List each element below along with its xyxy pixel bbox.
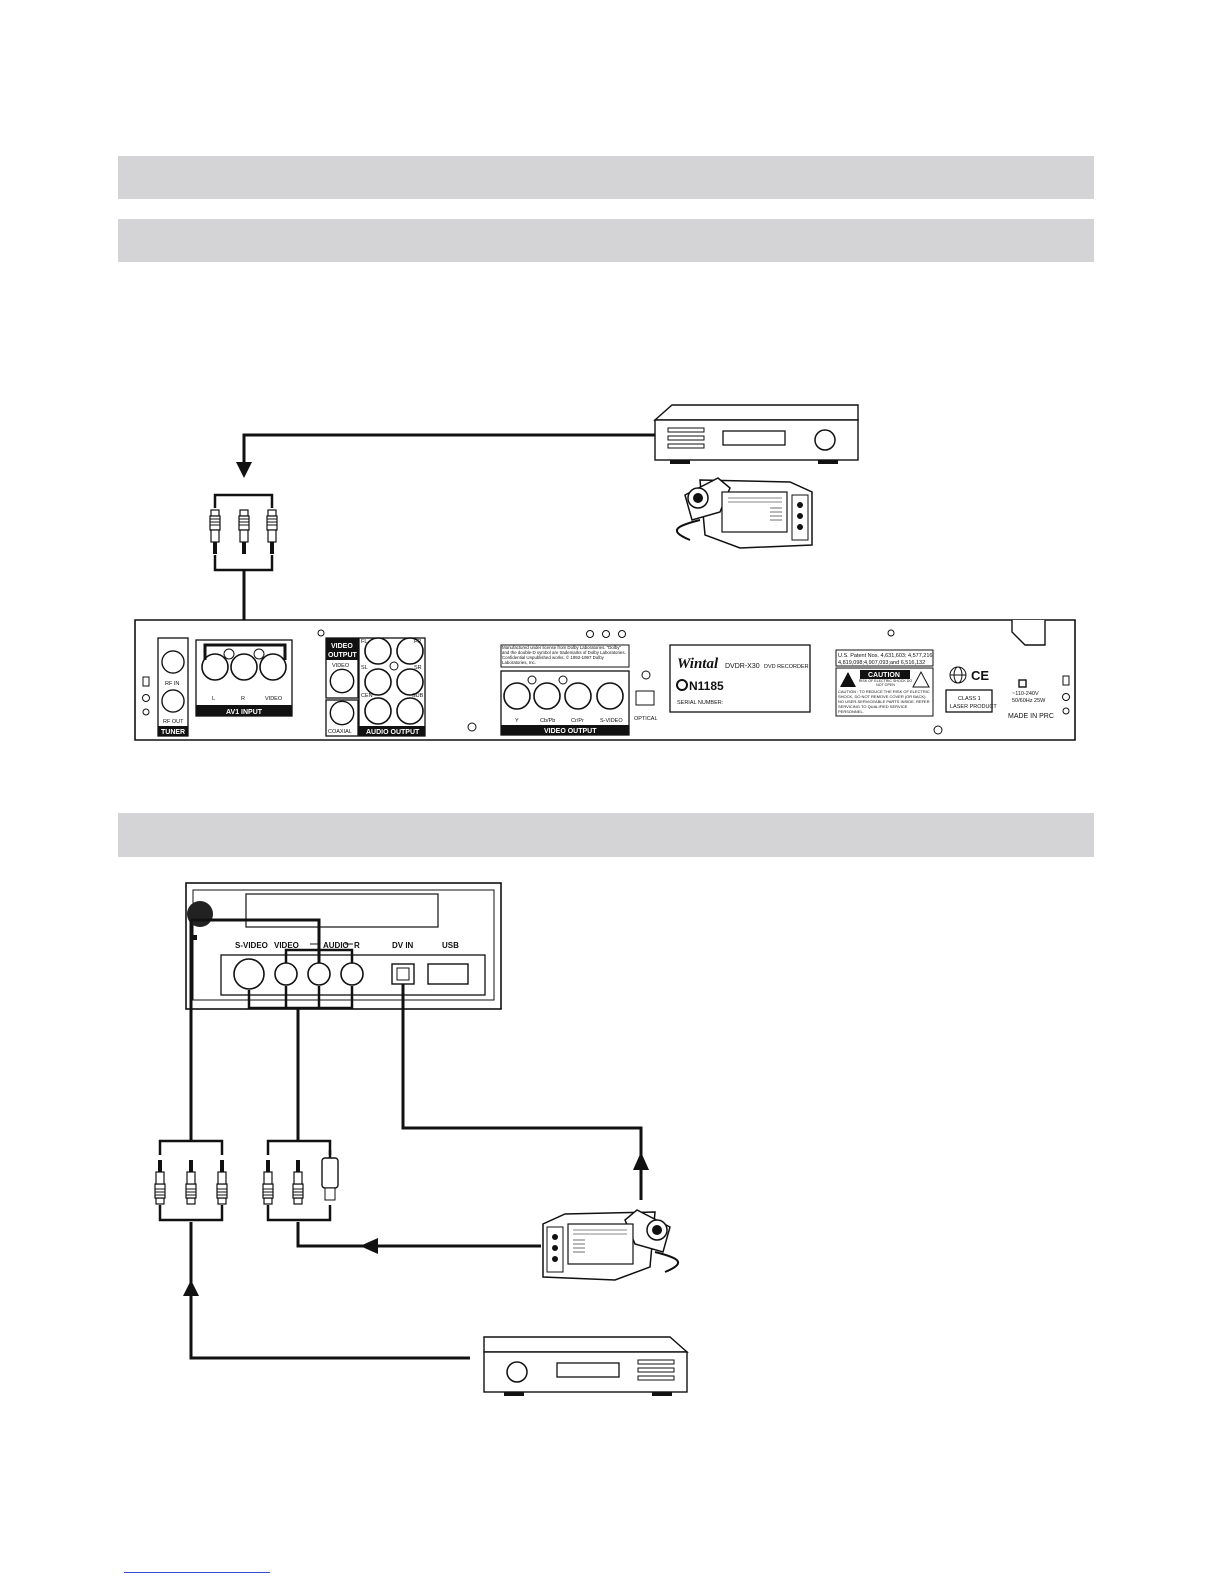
class1-line-1: CLASS 1	[958, 696, 981, 702]
camcorder-icon	[675, 477, 813, 549]
model-type-label: DVD RECORDER	[764, 664, 809, 670]
video-output-small-title-2: OUTPUT	[328, 652, 358, 659]
rca-plug-icon	[154, 1139, 228, 1222]
tuner-rf-in-label: RF IN	[165, 681, 179, 687]
patent-line-2: 4,819,098;4,907,093;and 6,516,132	[838, 660, 925, 666]
recorder-front-panel: S-VIDEO VIDEO AUDIO R DV IN USB	[185, 882, 502, 1010]
front-audio-label: AUDIO	[323, 941, 349, 950]
front-usb-label: USB	[442, 941, 459, 950]
coaxial-label: COAXIAL	[328, 729, 352, 735]
video-crpr-label: Cr/Pr	[571, 718, 584, 724]
video-output-title: VIDEO OUTPUT	[544, 728, 597, 735]
footer-rule	[124, 1572, 270, 1573]
rca-plug-icon	[262, 1139, 332, 1222]
camcorder-icon	[542, 1209, 680, 1281]
front-svideo-label: S-VIDEO	[235, 941, 268, 950]
audio-cen-label: CEN	[361, 693, 373, 699]
arrow-down-icon	[236, 462, 252, 478]
recorder-rear-panel: RF IN RF OUT TUNER L R VIDEO AV1 INPUT V…	[134, 619, 1076, 741]
class1-line-2: LASER PRODUCT	[950, 704, 997, 710]
s-video-plug-icon	[321, 1150, 339, 1201]
serial-number-label: SERIAL NUMBER:	[677, 700, 724, 706]
video-output-small-title-1: VIDEO	[331, 643, 353, 650]
power-line-1: ~110-240V	[1012, 691, 1039, 697]
audio-output-title: AUDIO OUTPUT	[366, 729, 420, 736]
front-r-label: R	[354, 941, 360, 950]
front-dvin-label: DV IN	[392, 941, 414, 950]
rca-plug-icon	[209, 493, 278, 572]
caution-body: CAUTION : TO REDUCE THE RISK OF ELECTRIC…	[838, 689, 930, 714]
patent-line-1: U.S. Patent Nos. 4,631,603; 4,577,216;	[838, 653, 934, 659]
video-output-small-video-label: VIDEO	[332, 663, 350, 669]
audio-fr-label: FR	[414, 639, 421, 645]
brand-label: Wintal	[677, 656, 719, 672]
power-line-2: 50/60Hz 25W	[1012, 698, 1046, 704]
audio-sl-label: SL	[361, 665, 368, 671]
av1-input-title: AV1 INPUT	[226, 709, 263, 716]
ce-mark: CE	[971, 668, 989, 683]
optical-label: OPTICAL	[634, 716, 658, 722]
compliance-code: N1185	[689, 679, 724, 693]
subsection-header-band	[118, 219, 1094, 262]
caution-subtitle: RISK OF ELECTRIC SHOCK DO NOT OPEN	[858, 679, 913, 687]
arrow-up-icon	[633, 1152, 649, 1170]
audio-sub-label: SUB	[412, 693, 424, 699]
tuner-rf-out-label: RF OUT	[163, 719, 184, 725]
made-in-label: MADE IN PRC	[1008, 713, 1054, 720]
vcr-icon	[653, 404, 859, 464]
arrow-up-icon	[183, 1280, 199, 1296]
av1-r-label: R	[241, 696, 245, 702]
front-video-label: VIDEO	[274, 941, 299, 950]
video-cbpb-label: Cb/Pb	[540, 718, 555, 724]
section-header-band	[118, 156, 1094, 199]
arrow-left-icon	[360, 1238, 378, 1254]
vcr-icon	[483, 1336, 689, 1396]
tuner-title: TUNER	[161, 729, 185, 736]
av1-l-label: L	[212, 696, 215, 702]
av1-video-label: VIDEO	[265, 696, 283, 702]
video-y-label: Y	[515, 718, 519, 724]
dolby-notice: Manufactured under license from Dolby La…	[502, 645, 626, 665]
audio-fl-label: FL	[361, 639, 367, 645]
video-svideo-label: S-VIDEO	[600, 718, 623, 724]
model-label: DVDR-X30	[725, 663, 760, 670]
subsection-header-band-front	[118, 813, 1094, 857]
audio-sr-label: SR	[414, 665, 422, 671]
caution-title: CAUTION	[868, 672, 900, 679]
